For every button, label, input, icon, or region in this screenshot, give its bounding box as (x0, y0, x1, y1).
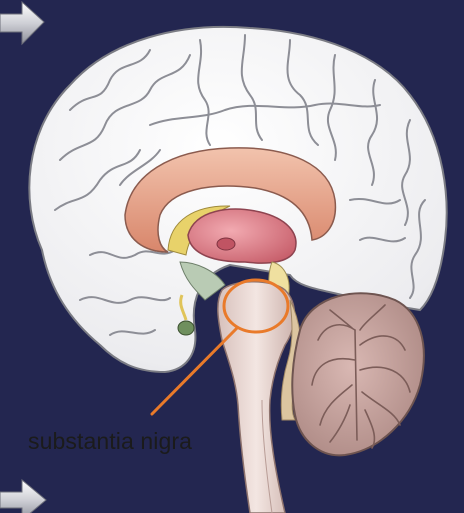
substantia-nigra-label: substantia nigra (28, 428, 192, 455)
arrow-right-icon (0, 480, 46, 513)
cerebellum (292, 293, 424, 455)
arrow-right-icon (0, 2, 44, 44)
